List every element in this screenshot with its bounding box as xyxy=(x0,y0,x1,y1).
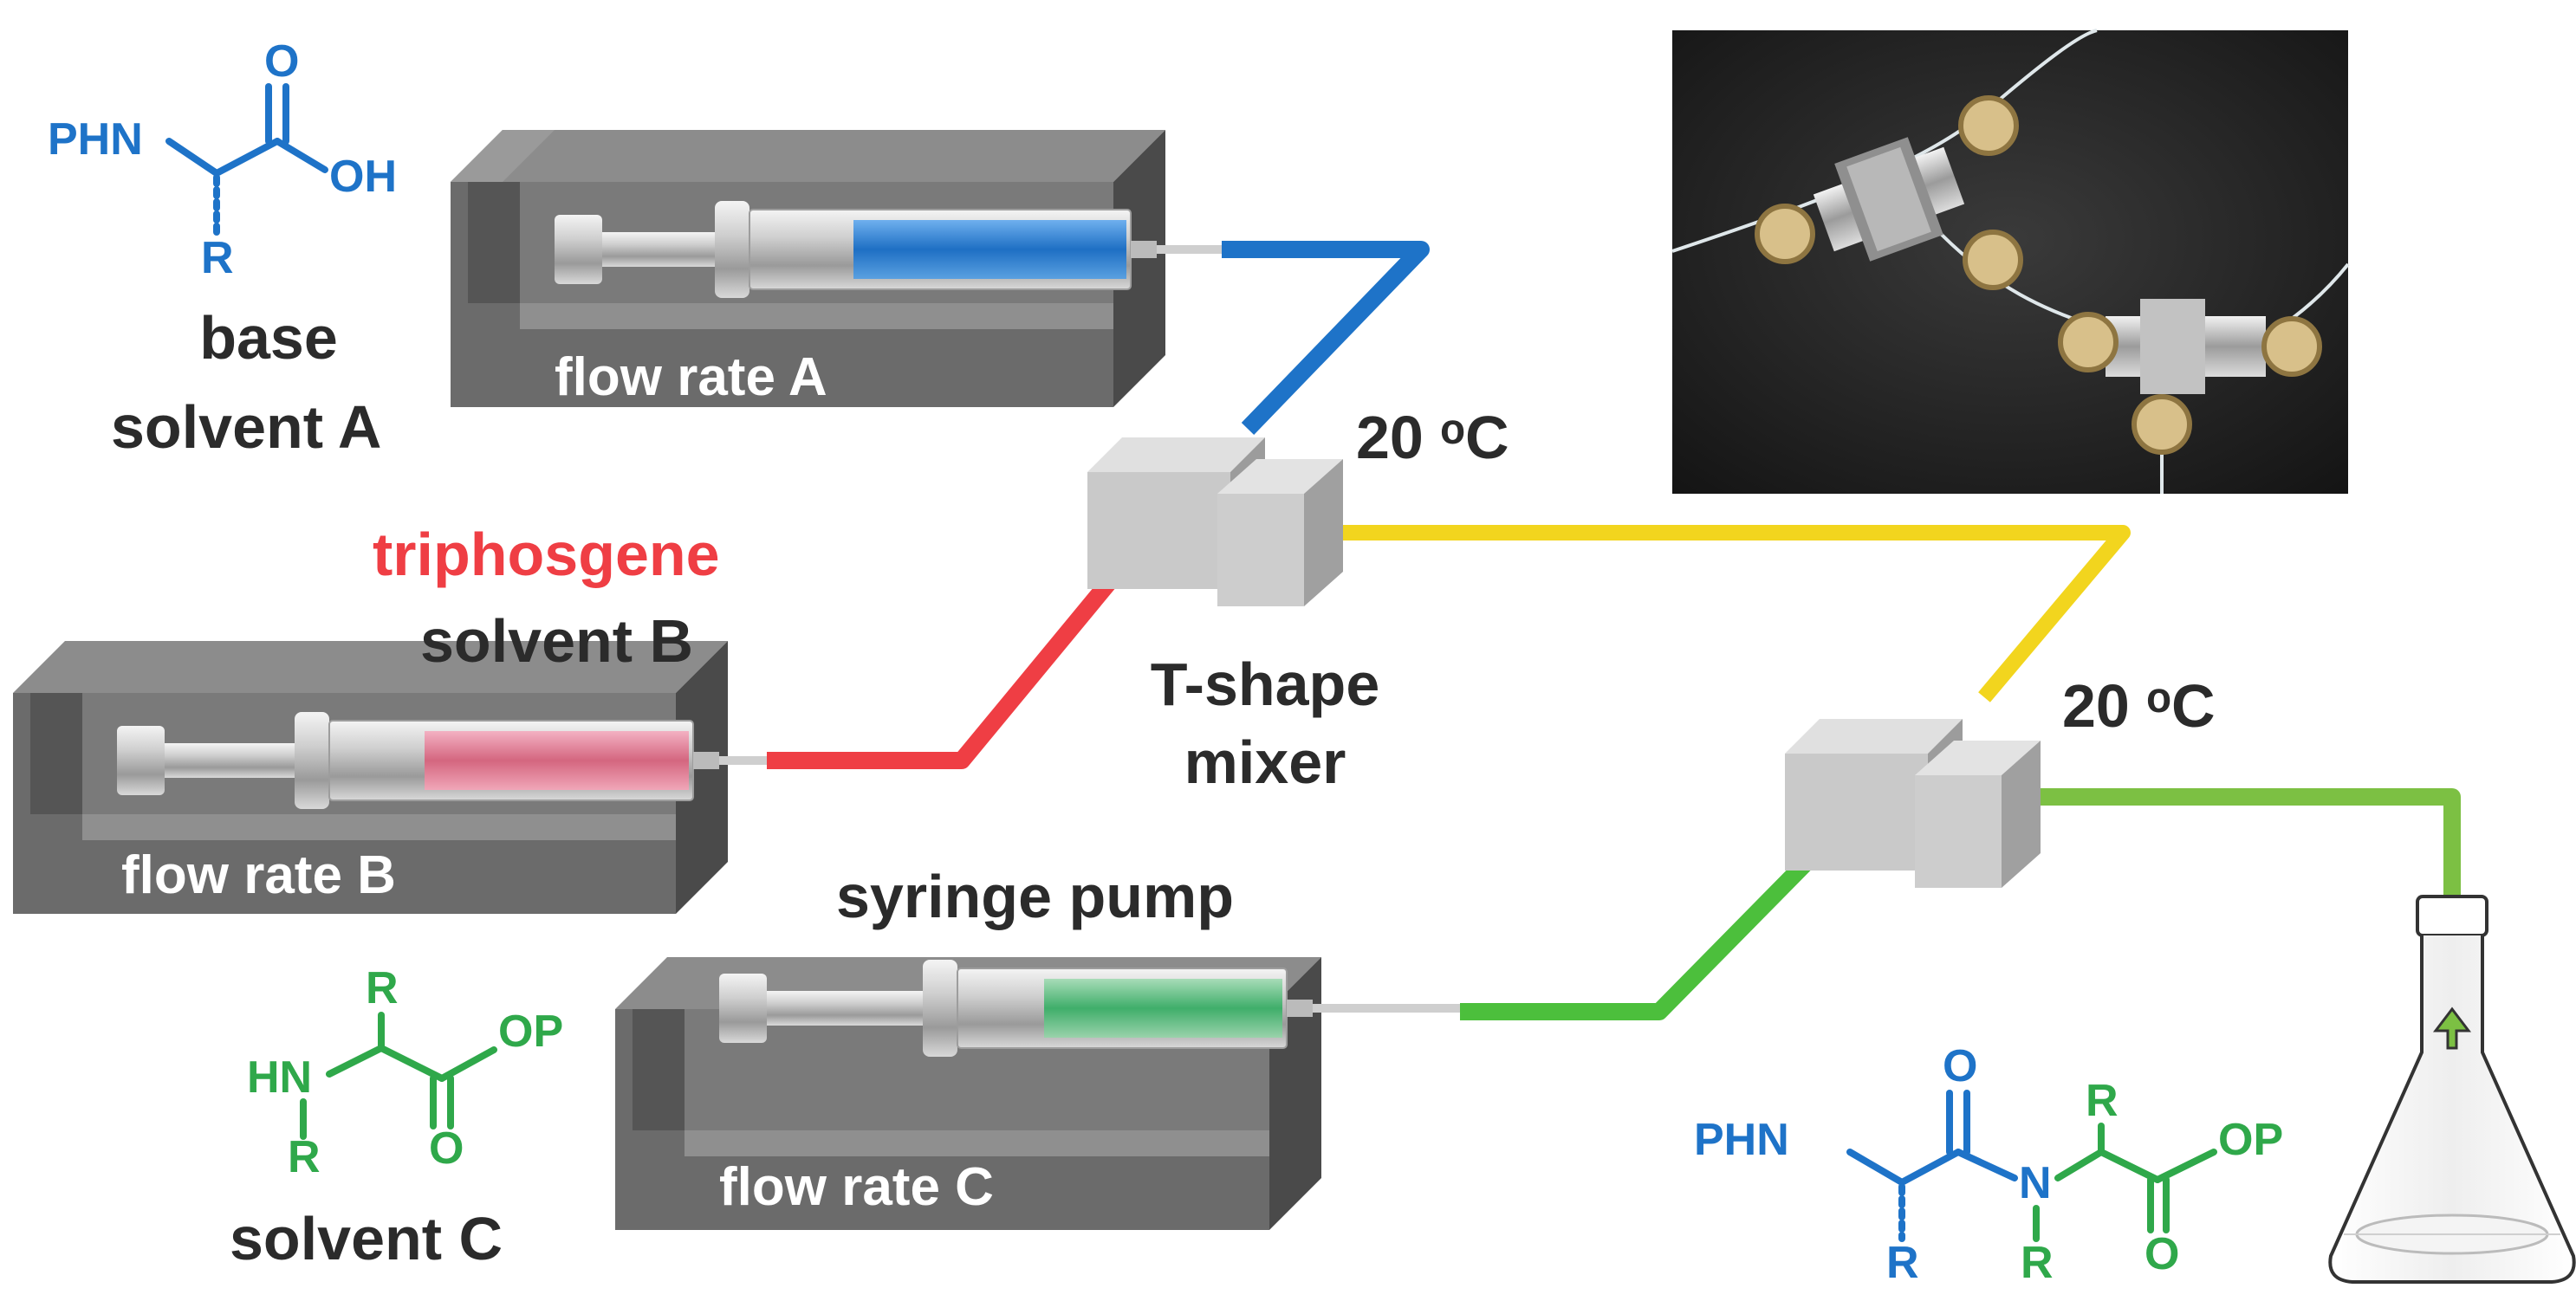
amino-acid-a-bonds xyxy=(165,83,328,236)
erlenmeyer-flask-icon xyxy=(2328,895,2576,1284)
syringe-c xyxy=(719,960,1460,1057)
t-mixer-photo xyxy=(1671,29,2350,494)
t-shape-mixer-2 xyxy=(1785,719,2041,888)
amino-ester-c-bonds xyxy=(300,1012,497,1140)
syringe-b xyxy=(117,712,771,809)
tube-red xyxy=(767,566,1125,769)
syringe-a xyxy=(555,201,1226,298)
dipeptide-product-bonds xyxy=(1846,1090,2217,1242)
tube-blue xyxy=(1222,241,1430,435)
tube-green-c xyxy=(1460,838,1831,1020)
t-shape-mixer-1 xyxy=(1087,437,1343,606)
tube-yellow xyxy=(1317,525,2131,702)
